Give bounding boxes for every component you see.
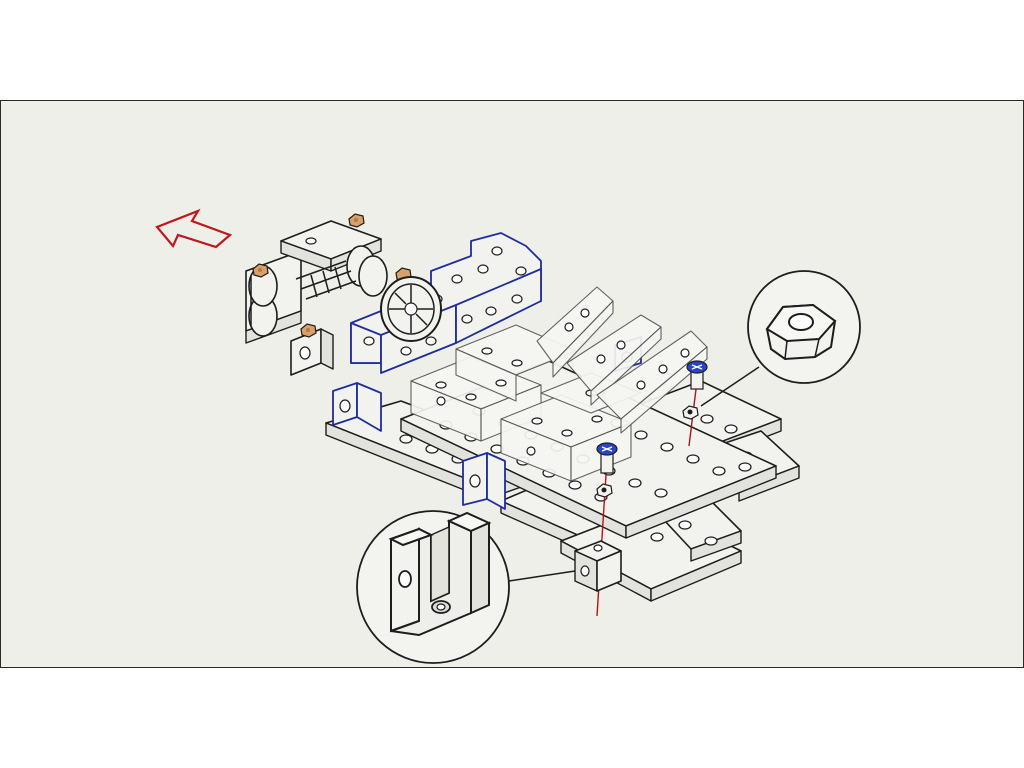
direction-arrow-icon — [155, 208, 233, 249]
hex-nut-icon — [765, 303, 837, 361]
ghost-angled-plates — [536, 286, 708, 434]
u-bracket-part — [574, 540, 622, 592]
callout-u-bracket — [356, 510, 576, 664]
steering-wheel-icon — [380, 276, 442, 342]
rear-wheel-right — [346, 245, 388, 297]
instruction-canvas — [0, 100, 1024, 668]
callout-hex-nut — [700, 270, 861, 407]
screw-insertion-front — [682, 360, 708, 447]
axle-spring — [295, 260, 357, 300]
vehicle-assembly — [245, 213, 800, 617]
ghost-cube-stack — [410, 324, 642, 482]
u-bracket-icon — [388, 511, 492, 637]
rear-axle-assembly — [245, 213, 412, 376]
